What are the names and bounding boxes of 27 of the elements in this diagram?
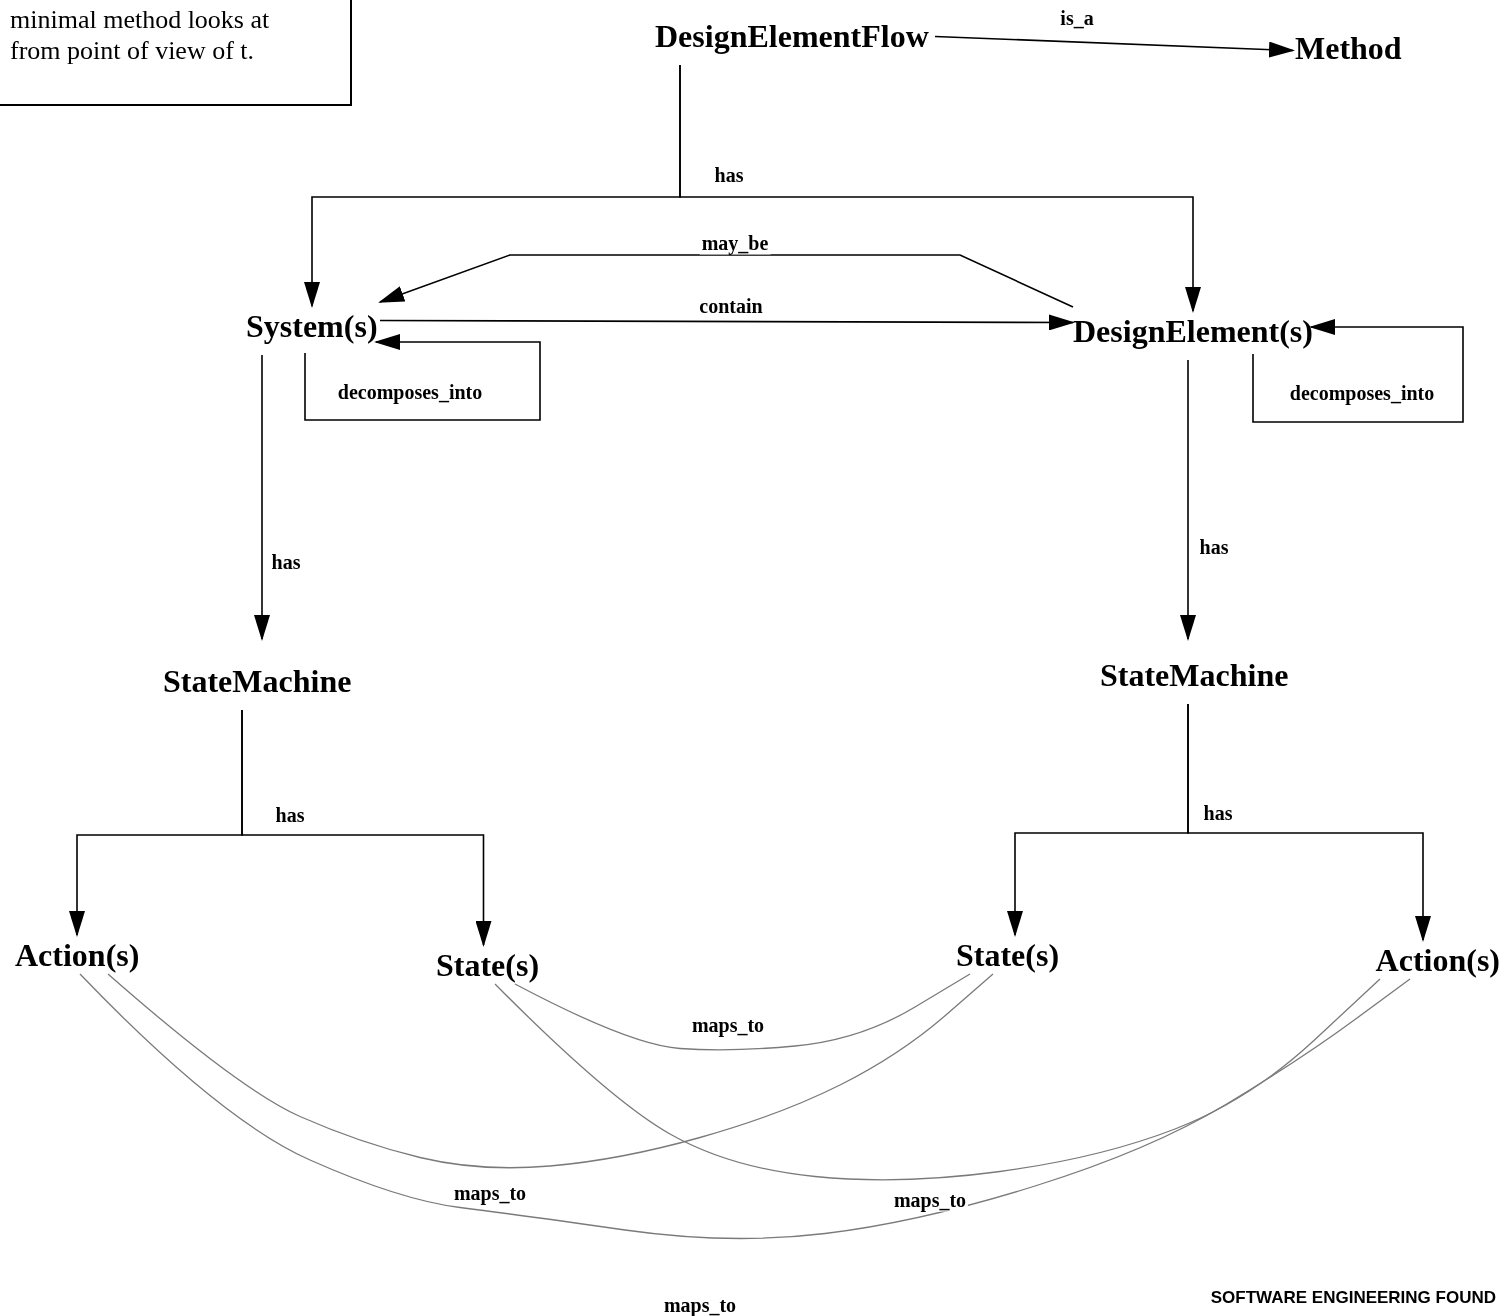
arrow: [1180, 359, 1196, 641]
connector-line: [514, 973, 971, 1051]
arrow: [241, 709, 492, 947]
concept-label: State(s): [956, 937, 1060, 974]
arrow: [1252, 319, 1464, 423]
arrow: [1187, 703, 1431, 942]
arrow: [679, 64, 1201, 313]
arrow: [254, 354, 270, 641]
concept-label: State(s): [436, 947, 540, 984]
footer-text: SOFTWARE ENGINEERING FOUND: [1210, 1288, 1496, 1308]
arrow: [304, 334, 541, 421]
concept-label: Method: [1295, 30, 1402, 67]
arrow: [378, 254, 1074, 308]
concept-label: Action(s): [15, 937, 140, 974]
connector-line: [79, 973, 1411, 1240]
connector-line: [107, 973, 994, 1169]
note-box: [0, 0, 352, 106]
note-text: minimal method looks at from point of view of t.: [10, 4, 271, 67]
concept-label: DesignElementFlow: [655, 18, 929, 55]
concept-label: StateMachine: [163, 663, 352, 700]
arrow: [379, 314, 1075, 331]
concept-label: Action(s): [1375, 942, 1500, 979]
arrow: [934, 35, 1295, 58]
connector-line: [494, 978, 1381, 1181]
concept-label: System(s): [246, 308, 378, 345]
concept-label: StateMachine: [1100, 657, 1289, 694]
concept-label: DesignElement(s): [1073, 313, 1313, 350]
